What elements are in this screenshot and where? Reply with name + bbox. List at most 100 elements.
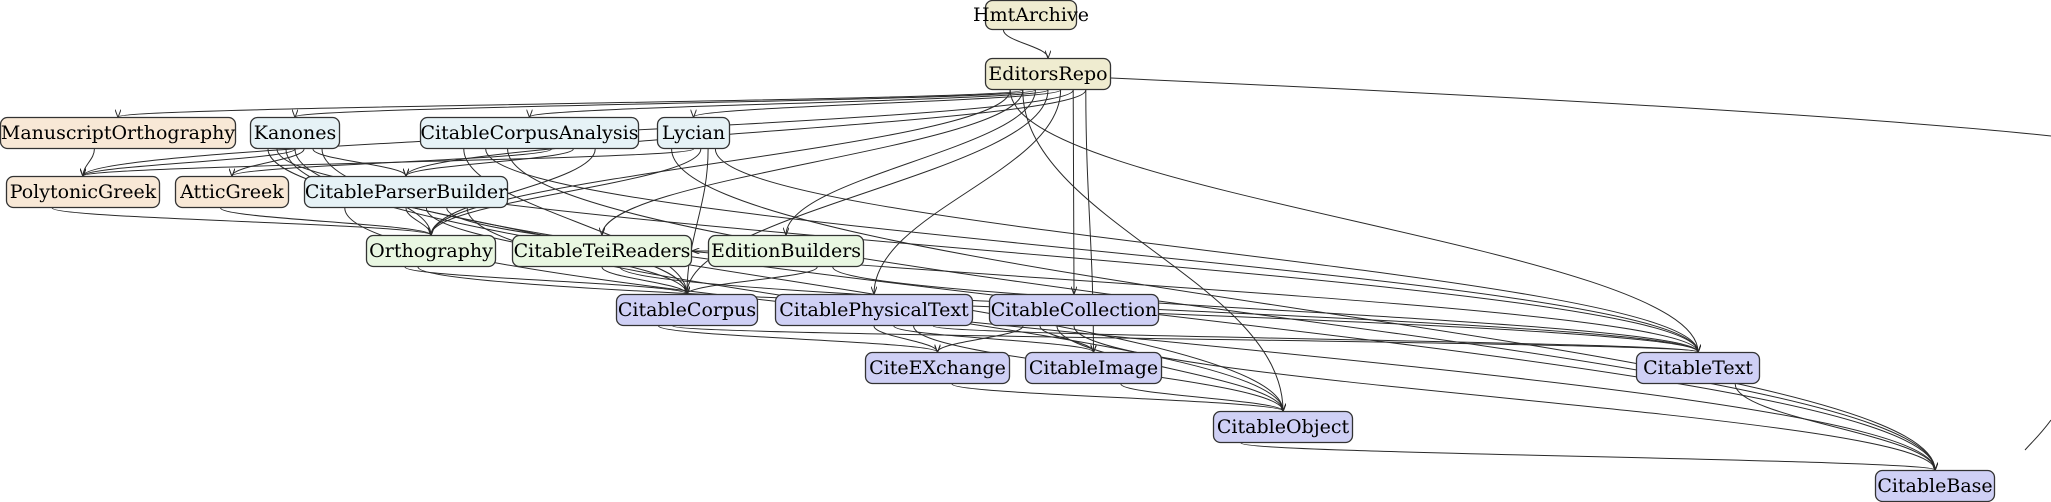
edge-citable-image-to-citable-object (1120, 383, 1283, 411)
node-citable-tei-readers: CitableTeiReaders (511, 234, 693, 268)
node-citable-corpus-analysis: CitableCorpusAnalysis (419, 116, 640, 150)
edge-editors-repo-to-citable-object (1022, 89, 1283, 411)
node-label-hmt-archive: HmtArchive (973, 4, 1089, 26)
node-box-orthography (365, 234, 497, 268)
node-citable-base: CitableBase (1874, 469, 1996, 502)
node-box-hmt-archive (984, 0, 1078, 31)
node-orthography: Orthography (365, 234, 497, 268)
edge-editors-repo-to-citable-corpus (687, 89, 1049, 294)
edge-lycian-to-citable-text (714, 148, 1698, 352)
edge-lycian-to-polytonic-greek (83, 148, 694, 176)
node-label-citable-text: CitableText (1643, 357, 1753, 379)
node-label-citable-tei-readers: CitableTeiReaders (514, 240, 691, 262)
nodes-layer: HmtArchiveEditorsRepoManuscriptOrthograp… (0, 0, 1996, 502)
node-label-edition-builders: EditionBuilders (711, 240, 861, 262)
edge-citable-corpus-to-citable-text (672, 325, 1698, 352)
edge-cite-e-xchange-to-citable-object (951, 383, 1283, 411)
node-editors-repo: EditorsRepo (984, 57, 1112, 91)
edge-lycian-to-orthography (431, 148, 702, 235)
node-label-citable-corpus-analysis: CitableCorpusAnalysis (421, 122, 639, 144)
node-cite-e-xchange: CiteEXchange (864, 351, 1011, 385)
edge-kanones-to-attic-greek (232, 148, 305, 176)
edge-citable-collection-to-citable-object (1056, 325, 1283, 411)
node-label-citable-image: CitableImage (1029, 357, 1158, 379)
edge-citable-parser-builder-to-citable-text (446, 207, 1698, 352)
node-box-editors-repo (984, 57, 1112, 91)
node-box-citable-image (1024, 351, 1163, 385)
edge-citable-collection-to-citable-base (1073, 325, 1935, 470)
edge-editors-repo-to-citable-physical-text (874, 89, 1062, 294)
node-citable-image: CitableImage (1024, 351, 1163, 385)
node-box-citable-object (1212, 410, 1354, 444)
node-box-citable-collection (988, 293, 1160, 327)
edge-citable-parser-builder-to-orthography (405, 207, 431, 235)
node-label-citable-physical-text: CitablePhysicalText (779, 299, 969, 321)
edge-edition-builders-to-citable-text (832, 266, 1698, 352)
node-citable-parser-builder: CitableParserBuilder (303, 175, 509, 209)
node-citable-physical-text: CitablePhysicalText (774, 293, 974, 327)
node-label-attic-greek: AtticGreek (179, 181, 284, 203)
edge-editors-repo-to-citable-corpus-analysis (530, 89, 1049, 117)
edge-polytonic-greek-to-orthography (51, 207, 431, 235)
edge-citable-corpus-to-cite-e-xchange (658, 325, 938, 352)
edge-editors-repo-to-citable-parser-builder (406, 89, 1087, 176)
node-lycian: Lycian (656, 116, 731, 150)
node-box-edition-builders (707, 234, 865, 268)
node-box-polytonic-greek (5, 175, 161, 209)
node-label-citable-object: CitableObject (1217, 416, 1350, 438)
node-label-manuscript-orthography: ManuscriptOrthography (1, 122, 236, 144)
edge-citable-physical-text-to-citable-image (893, 325, 1094, 352)
edge-kanones-to-polytonic-greek (83, 148, 296, 176)
node-hmt-archive: HmtArchive (973, 0, 1089, 31)
node-label-polytonic-greek: PolytonicGreek (10, 181, 157, 203)
node-box-cite-e-xchange (864, 351, 1011, 385)
edge-editors-repo-to-lycian (694, 89, 1062, 117)
node-polytonic-greek: PolytonicGreek (5, 175, 161, 209)
edge-citable-object-to-citable-base (1240, 442, 1935, 470)
edge-citable-text-to-citable-base (1734, 383, 1935, 470)
edge-citable-corpus-analysis-to-citable-parser-builder (406, 148, 574, 176)
node-box-citable-corpus-analysis (419, 116, 640, 150)
node-manuscript-orthography: ManuscriptOrthography (0, 116, 237, 150)
edge-offscreen-right (1110, 77, 2051, 137)
edge-orthography-to-citable-corpus (404, 266, 687, 294)
node-box-citable-corpus (615, 293, 759, 327)
edge-editors-repo-to-manuscript-orthography (118, 89, 1024, 117)
edge-citable-corpus-analysis-to-orthography (431, 148, 596, 235)
edge-editors-repo-to-edition-builders (786, 89, 1036, 235)
edge-editors-repo-to-citable-collection (1073, 89, 1074, 294)
edge-lycian-to-citable-corpus (687, 148, 709, 294)
edge-editors-repo-to-citable-tei-readers (602, 89, 1024, 235)
edge-editors-repo-to-citable-text (1009, 89, 1698, 352)
node-box-citable-parser-builder (303, 175, 509, 209)
node-citable-collection: CitableCollection (988, 293, 1160, 327)
node-attic-greek: AtticGreek (174, 175, 290, 209)
edge-citable-corpus-analysis-to-citable-base (507, 148, 1935, 470)
node-box-kanones (249, 116, 341, 150)
node-box-attic-greek (174, 175, 290, 209)
node-citable-object: CitableObject (1212, 410, 1354, 444)
node-citable-text: CitableText (1635, 351, 1761, 385)
edge-kanones-to-citable-parser-builder (312, 148, 406, 176)
edge-attic-greek-to-orthography (220, 207, 431, 235)
node-kanones: Kanones (249, 116, 341, 150)
edge-citable-collection-to-cite-e-xchange (938, 325, 1024, 352)
edge-offscreen-right-lower (2024, 419, 2051, 451)
node-label-citable-collection: CitableCollection (991, 299, 1157, 321)
edge-citable-corpus-analysis-to-citable-corpus (463, 148, 687, 294)
edge-citable-physical-text-to-citable-text (932, 325, 1698, 352)
node-box-citable-tei-readers (511, 234, 693, 268)
node-box-citable-physical-text (774, 293, 974, 327)
node-label-lycian: Lycian (662, 122, 725, 144)
node-edition-builders: EditionBuilders (707, 234, 865, 268)
node-box-citable-text (1635, 351, 1761, 385)
edges-layer (51, 29, 1935, 470)
node-label-citable-corpus: CitableCorpus (618, 299, 756, 321)
node-label-kanones: Kanones (254, 122, 336, 144)
node-box-lycian (656, 116, 731, 150)
node-label-citable-parser-builder: CitableParserBuilder (305, 181, 508, 203)
node-label-citable-base: CitableBase (1877, 475, 1992, 497)
node-label-cite-e-xchange: CiteEXchange (869, 357, 1006, 379)
edge-edition-builders-to-citable-corpus (687, 266, 818, 294)
